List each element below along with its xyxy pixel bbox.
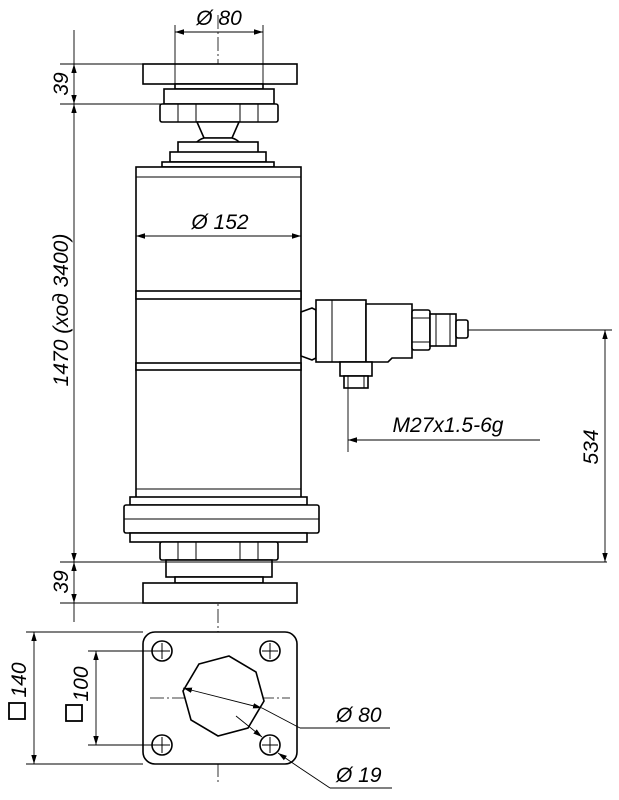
dim-flange-bolt: 100 bbox=[65, 650, 162, 746]
dim-port-position: 534 bbox=[468, 329, 612, 562]
square-symbol-100 bbox=[65, 704, 83, 722]
dim-flange-outer: 140 bbox=[8, 631, 143, 765]
bottom-height-label: 39 bbox=[50, 570, 73, 594]
dim-hole-diameter: Ø 19 bbox=[235, 715, 392, 789]
dim-top-height: 39 bbox=[50, 63, 164, 105]
square-symbol-140 bbox=[8, 702, 26, 720]
body-diameter-label: Ø 152 bbox=[190, 211, 249, 234]
dim-bottom-height: 39 bbox=[50, 561, 607, 622]
top-mount bbox=[142, 63, 298, 168]
hole-diameter-label: Ø 19 bbox=[335, 764, 382, 787]
flange-outer-label: 140 bbox=[8, 662, 31, 697]
overall-length-label: 1470 (ход 3400) bbox=[50, 234, 73, 387]
bolt-circle-label: Ø 80 bbox=[335, 704, 382, 727]
cylinder-body bbox=[123, 166, 320, 543]
dim-bolt-circle: Ø 80 bbox=[182, 687, 390, 729]
bottom-mount bbox=[142, 541, 298, 604]
side-port-fitting bbox=[300, 299, 469, 389]
dim-body-diameter: Ø 152 bbox=[136, 211, 301, 239]
dim-overall-length: 1470 (ход 3400) bbox=[50, 30, 77, 562]
port-position-label: 534 bbox=[580, 429, 603, 464]
flange-bolt-label: 100 bbox=[70, 666, 93, 701]
top-diameter-label: Ø 80 bbox=[195, 7, 242, 30]
dim-port-thread: M27x1.5-6g bbox=[347, 388, 540, 452]
top-height-label: 39 bbox=[50, 72, 73, 96]
flange-view bbox=[142, 631, 298, 765]
dim-top-diameter: Ø 80 bbox=[174, 7, 264, 84]
port-thread-label: M27x1.5-6g bbox=[393, 414, 504, 437]
